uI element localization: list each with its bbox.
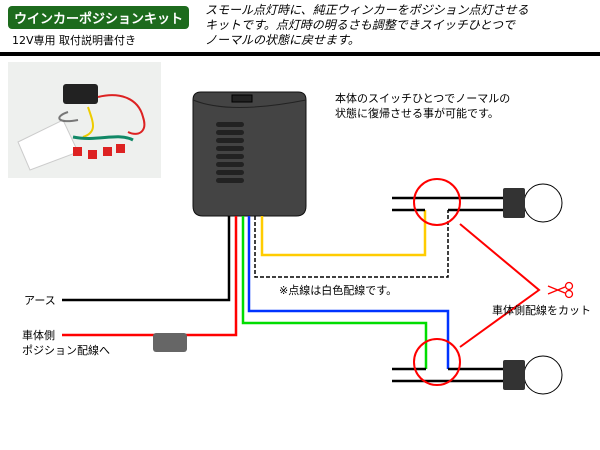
switch-note-line1: 本体のスイッチひとつでノーマルの	[335, 92, 511, 105]
fuse	[153, 333, 187, 352]
switch-icon	[231, 94, 253, 103]
cut-point-bottom	[413, 338, 461, 386]
ground-wire	[62, 216, 231, 302]
dotted-line-note: ※点線は白色配線です。	[279, 284, 398, 297]
switch-note-line2: 状態に復帰させる事が可能です。	[335, 107, 499, 120]
red-wire	[62, 216, 238, 337]
product-description: スモール点灯時に、純正ウィンカーをポジション点灯させる キットです。点灯時の明る…	[205, 3, 529, 47]
yellow-wire	[260, 210, 427, 257]
divider	[0, 52, 600, 56]
bulb-bottom-icon	[503, 355, 563, 395]
cut-label: 車体側配線をカット	[492, 304, 591, 317]
product-subtitle: 12V専用 取付説明書付き	[12, 34, 137, 47]
bulb-top-icon	[503, 183, 563, 223]
product-title: ウインカーポジションキット	[8, 6, 190, 29]
position-label-line2: ポジション配線へ	[22, 344, 110, 357]
cut-pointer	[459, 223, 541, 348]
scissors-icon	[547, 281, 574, 299]
white-wire	[254, 210, 449, 278]
blue-wire	[247, 216, 450, 369]
control-unit	[192, 91, 307, 217]
ground-label: アース	[24, 294, 56, 307]
product-photo-illustration	[17, 84, 146, 171]
cut-point-top	[413, 178, 461, 226]
product-photo	[8, 62, 161, 178]
position-label-line1: 車体側	[22, 329, 55, 342]
green-wire	[241, 216, 428, 369]
